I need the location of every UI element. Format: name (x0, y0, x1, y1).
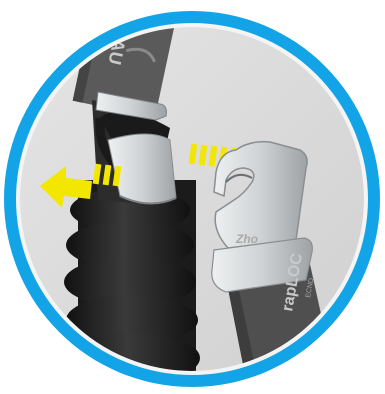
hook-text: Zho (235, 232, 258, 246)
